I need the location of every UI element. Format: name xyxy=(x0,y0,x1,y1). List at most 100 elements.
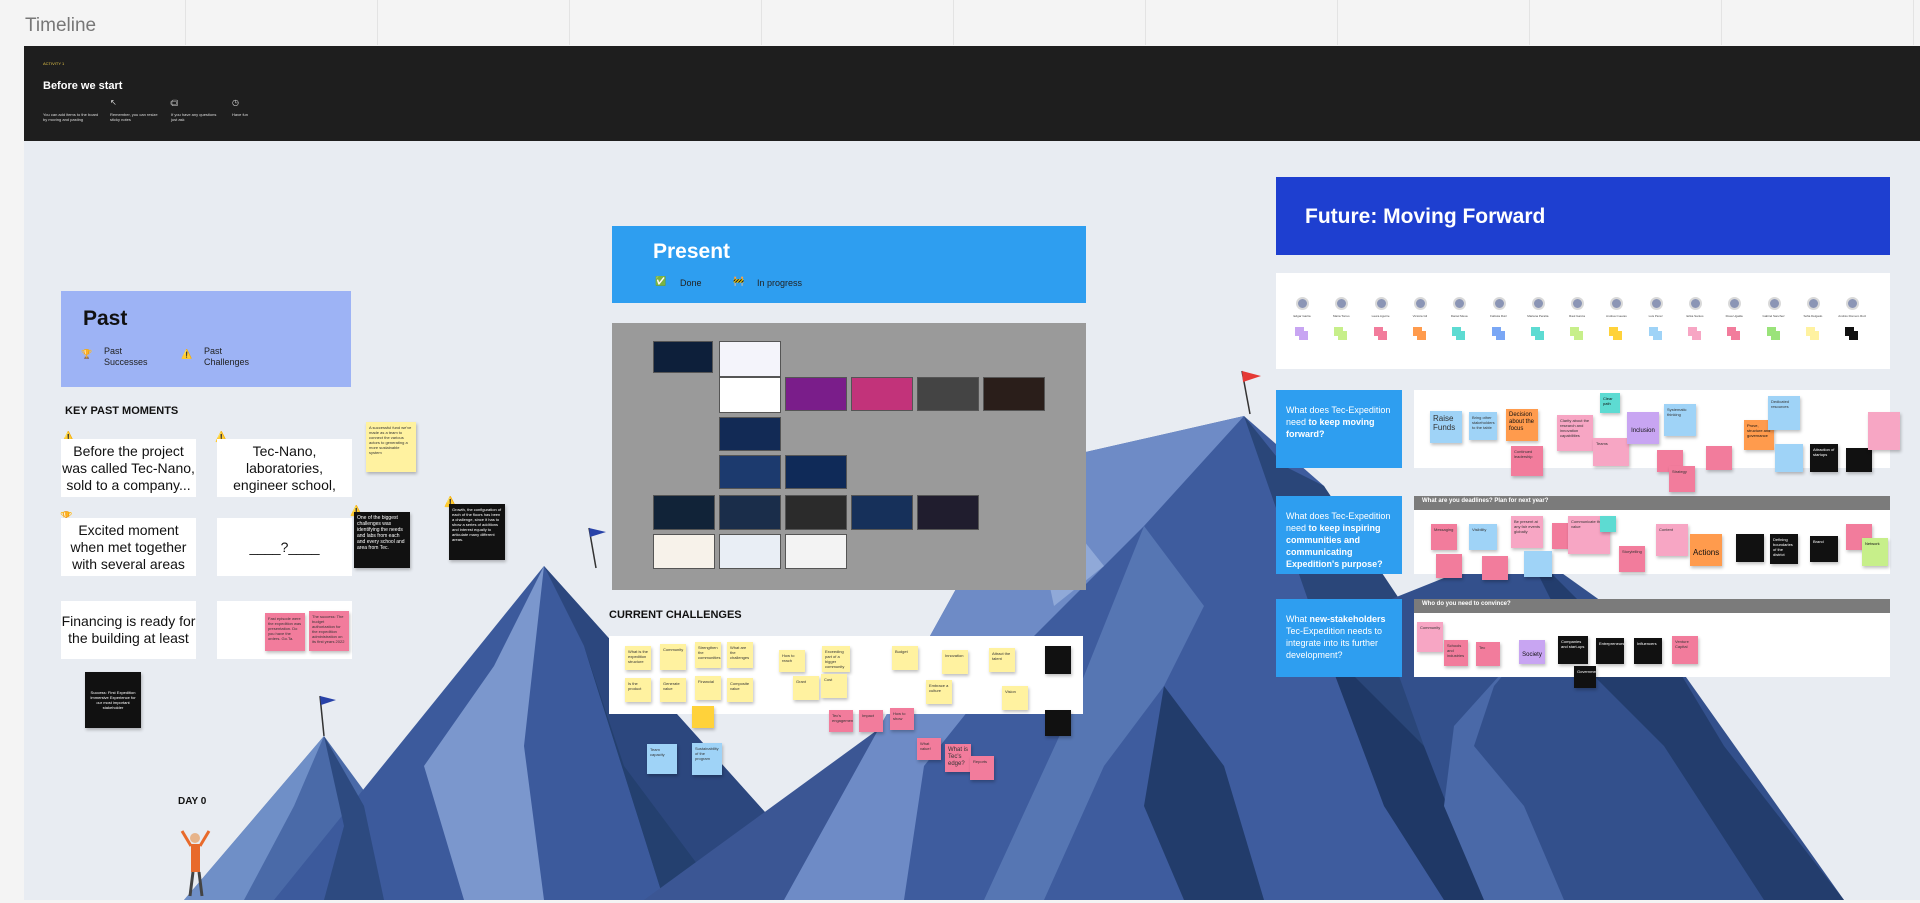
participant-avatar[interactable] xyxy=(1610,297,1624,310)
sticky-note[interactable]: Tec's engagement xyxy=(829,710,853,732)
sticky-note[interactable]: Community xyxy=(1417,622,1443,652)
sticky-note[interactable]: Innovation xyxy=(942,650,968,674)
sticky-note[interactable]: Be present at any fair events globally xyxy=(1511,516,1543,548)
participant-sticky[interactable] xyxy=(1770,331,1780,340)
sticky-note[interactable] xyxy=(1045,646,1071,674)
participant-sticky[interactable] xyxy=(1299,331,1308,340)
participant-avatar[interactable] xyxy=(1374,297,1388,310)
participant-avatar[interactable] xyxy=(1335,297,1349,310)
sticky-note[interactable]: Companies and start-ups xyxy=(1558,636,1588,664)
image-thumbnail[interactable] xyxy=(719,341,781,377)
future-card[interactable]: Future: Moving Forward xyxy=(1276,177,1890,255)
sticky-note[interactable]: Government xyxy=(1574,666,1596,688)
image-thumbnail[interactable] xyxy=(785,534,847,569)
sticky-note[interactable]: Cost xyxy=(821,674,847,698)
participant-avatar[interactable] xyxy=(1728,297,1742,310)
sticky-note[interactable]: Growth, the configuration of each of the… xyxy=(449,504,505,560)
participant-sticky[interactable] xyxy=(1652,331,1662,340)
sticky-note[interactable]: Attract the talent xyxy=(989,648,1015,672)
sticky-note[interactable]: Entrepreneurs xyxy=(1596,638,1624,664)
sticky-note[interactable]: Budget xyxy=(892,646,918,670)
image-thumbnail[interactable] xyxy=(653,495,715,530)
sticky-note[interactable]: Success: First Expedition Immersive Expe… xyxy=(85,672,141,728)
sticky-note[interactable]: Network xyxy=(1862,538,1888,566)
sticky-note[interactable]: Community xyxy=(660,644,686,670)
sticky-note[interactable]: Teams xyxy=(1593,438,1629,466)
sticky-note[interactable]: Society xyxy=(1519,640,1545,664)
sticky-note[interactable]: Visibility xyxy=(1469,524,1497,550)
sticky-note[interactable]: Continued leadership xyxy=(1511,446,1543,476)
participant-avatar[interactable] xyxy=(1846,297,1860,310)
present-card[interactable]: Present ✅ Done 🚧 In progress xyxy=(612,226,1086,303)
participant-avatar[interactable] xyxy=(1689,297,1702,310)
image-thumbnail[interactable] xyxy=(785,455,847,489)
sticky-note[interactable]: The success: The budget authorization fo… xyxy=(309,611,349,651)
sticky-note[interactable]: How to reach xyxy=(779,650,805,672)
image-thumbnail[interactable] xyxy=(653,534,715,569)
sticky-note[interactable] xyxy=(1775,444,1803,472)
sticky-note[interactable] xyxy=(1482,556,1508,580)
image-thumbnail[interactable] xyxy=(653,341,713,373)
sticky-note[interactable]: Composite value xyxy=(727,678,753,702)
sticky-note[interactable]: Schools and industries xyxy=(1444,640,1468,666)
participant-sticky[interactable] xyxy=(1534,331,1544,340)
image-thumbnail[interactable] xyxy=(983,377,1045,411)
image-thumbnail[interactable] xyxy=(719,455,781,489)
sticky-note[interactable]: Fast episode were the expedition was pre… xyxy=(265,613,305,651)
sticky-note[interactable]: Actions xyxy=(1690,534,1722,566)
present-image-panel[interactable] xyxy=(612,323,1086,590)
moment-card[interactable]: Tec-Nano, laboratories, engineer school, xyxy=(217,439,352,497)
sticky-note[interactable] xyxy=(692,706,714,728)
sticky-note[interactable]: Attraction of startups xyxy=(1810,444,1838,472)
sticky-note[interactable]: Defining boundaries of the district xyxy=(1770,534,1798,564)
participant-avatar[interactable] xyxy=(1806,297,1820,310)
sticky-note[interactable] xyxy=(1706,446,1732,470)
image-thumbnail[interactable] xyxy=(851,495,913,530)
participant-avatar[interactable] xyxy=(1767,297,1781,310)
sticky-note[interactable]: Clear path xyxy=(1600,393,1620,413)
sticky-note[interactable]: Sustainability of the program xyxy=(692,743,722,775)
participant-sticky[interactable] xyxy=(1692,331,1701,340)
image-thumbnail[interactable] xyxy=(785,495,847,530)
image-thumbnail[interactable] xyxy=(851,377,913,411)
moment-card[interactable]: Financing is ready for the building at l… xyxy=(61,601,196,659)
sticky-note[interactable] xyxy=(1436,554,1462,578)
participant-avatar[interactable] xyxy=(1413,297,1427,310)
sticky-note[interactable]: Strengthen the communities xyxy=(695,642,721,668)
sticky-note[interactable]: Reports xyxy=(970,756,994,780)
sticky-note[interactable]: Tec xyxy=(1476,642,1500,666)
image-thumbnail[interactable] xyxy=(917,495,979,530)
participant-avatar[interactable] xyxy=(1296,297,1309,310)
sticky-note[interactable]: Raise Funds xyxy=(1430,411,1462,443)
sticky-note[interactable]: Team capacity xyxy=(647,744,677,774)
participant-avatar[interactable] xyxy=(1453,297,1467,310)
sticky-note[interactable]: Systematic thinking xyxy=(1664,404,1696,436)
participant-avatar[interactable] xyxy=(1531,297,1545,310)
sticky-note[interactable]: What is the expedition structure xyxy=(625,646,651,670)
sticky-note[interactable] xyxy=(1600,516,1616,532)
participant-sticky[interactable] xyxy=(1495,331,1505,340)
participant-sticky[interactable] xyxy=(1849,331,1859,340)
sticky-note[interactable]: What is Tec's edge? xyxy=(945,744,971,772)
sticky-note[interactable] xyxy=(1524,551,1552,577)
timeline-frame[interactable]: ACTIVITY 1 Before we start ↖ You can add… xyxy=(24,46,1920,900)
sticky-note[interactable] xyxy=(1736,534,1764,562)
sticky-note[interactable]: Grant xyxy=(793,676,819,700)
sticky-note[interactable]: Influencers xyxy=(1634,638,1662,664)
sticky-note[interactable]: Content xyxy=(1656,524,1688,556)
sticky-note[interactable] xyxy=(1868,412,1900,450)
sticky-note[interactable]: One of the biggest challenges was identi… xyxy=(354,512,410,568)
sticky-note[interactable]: How to show xyxy=(890,708,914,730)
sticky-note[interactable]: Venture Capital xyxy=(1672,636,1698,664)
image-thumbnail[interactable] xyxy=(917,377,979,411)
sticky-note[interactable]: Is the product xyxy=(625,678,651,702)
moment-card[interactable]: Before the project was called Tec-Nano, … xyxy=(61,439,196,497)
participant-sticky[interactable] xyxy=(1456,331,1466,340)
sticky-note[interactable]: Vision xyxy=(1002,686,1028,710)
sticky-note[interactable]: What value! xyxy=(917,738,941,760)
participant-sticky[interactable] xyxy=(1377,331,1387,340)
participant-sticky[interactable] xyxy=(1574,331,1584,340)
frame-title[interactable]: Timeline xyxy=(25,15,97,36)
participant-avatar[interactable] xyxy=(1492,297,1506,310)
